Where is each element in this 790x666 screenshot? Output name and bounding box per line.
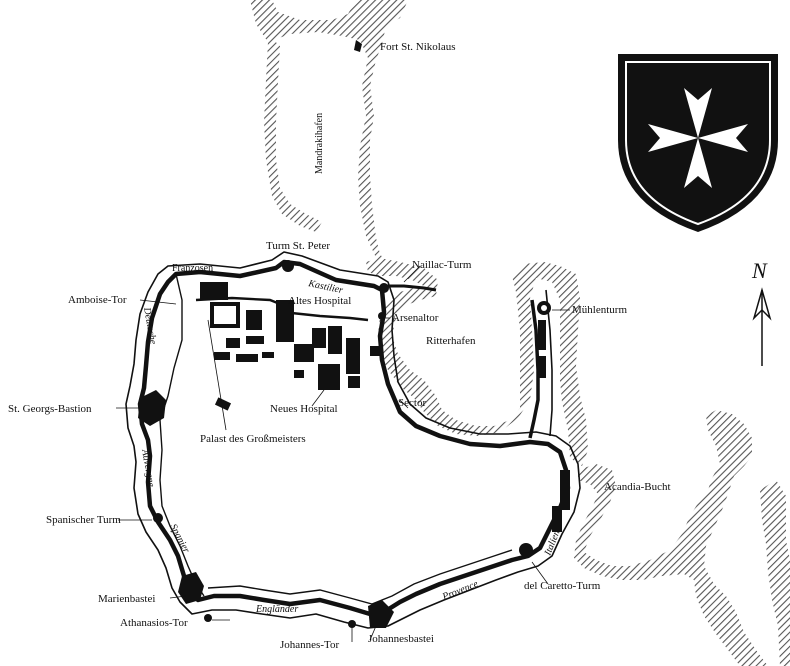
turm-st-peter — [282, 260, 294, 272]
label-altes-hospital: Altes Hospital — [288, 295, 351, 307]
buildings — [200, 282, 570, 510]
fort-st-nikolaus — [354, 38, 377, 56]
label-neues-hospital: Neues Hospital — [270, 403, 338, 415]
label-marienbastei: Marienbastei — [98, 593, 155, 605]
label-auvergne: Auvergne — [139, 448, 157, 489]
st-georgs-bastion — [138, 390, 166, 426]
city-walls — [125, 251, 581, 629]
towers — [138, 260, 562, 628]
mandraki-harbour-water — [284, 46, 352, 202]
map-labels: Fort St. Nikolaus Mandrakihafen Turm St.… — [8, 41, 671, 651]
north-arrow-icon: N — [751, 258, 772, 366]
main-wall — [137, 259, 571, 617]
outer-wall — [125, 251, 581, 629]
mandraki-mole-top — [250, 0, 408, 265]
spanischer-turm-circle — [153, 513, 163, 523]
label-acandia-bucht: Acandia-Bucht — [604, 481, 671, 493]
label-ritterhafen: Ritterhafen — [426, 335, 476, 347]
maltese-cross-shield-icon — [618, 54, 778, 232]
italien-bastion — [552, 506, 562, 532]
acandia-shore — [574, 410, 768, 666]
neues-hospital-block — [318, 364, 340, 390]
label-mandrakihafen: Mandrakihafen — [314, 113, 325, 174]
arsenaltor-circle — [378, 312, 386, 320]
label-englaender: Engländer — [255, 604, 298, 615]
label-naillac-turm: Naillac-Turm — [412, 259, 472, 271]
label-athanasios-tor: Athanasios-Tor — [120, 617, 188, 629]
naillac-turm-circle — [379, 283, 389, 293]
label-sector: Sector — [398, 397, 426, 409]
label-turm-st-peter: Turm St. Peter — [266, 240, 330, 252]
maltese-cross-icon — [648, 88, 748, 188]
athanasios-tor-circle — [204, 614, 212, 622]
muehlen-mole-wall — [528, 299, 540, 439]
label-del-caretto-turm: del Caretto-Turm — [524, 580, 601, 592]
johannes-tor-circle — [348, 620, 356, 628]
label-franzosen: Franzosen — [172, 263, 213, 274]
label-johannesbastei: Johannesbastei — [368, 633, 434, 645]
johannesbastei — [368, 600, 394, 628]
coastline — [250, 0, 790, 666]
leader-lines — [116, 265, 570, 642]
label-fort-st-nikolaus: Fort St. Nikolaus — [380, 41, 455, 53]
marienbastei — [178, 572, 204, 604]
label-palast: Palast des Großmeisters — [200, 433, 306, 445]
label-muehlenturm: Mühlenturm — [572, 304, 627, 316]
del-caretto-turm-circle — [519, 543, 533, 557]
label-amboise-tor: Amboise-Tor — [68, 294, 127, 306]
label-spanischer-turm: Spanischer Turm — [46, 514, 121, 526]
mandraki-west-mole — [256, 24, 322, 232]
north-letter: N — [751, 258, 768, 283]
ritterhafen-shore — [366, 258, 588, 466]
naillac-mole-wall — [382, 284, 437, 292]
east-shore — [760, 480, 790, 666]
label-st-georgs-bastion: St. Georgs-Bastion — [8, 403, 92, 415]
label-arsenaltor: Arsenaltor — [392, 312, 439, 324]
label-johannes-tor: Johannes-Tor — [280, 639, 339, 651]
altes-hospital-block — [294, 344, 314, 362]
grossmeister-palast-block — [200, 282, 228, 300]
